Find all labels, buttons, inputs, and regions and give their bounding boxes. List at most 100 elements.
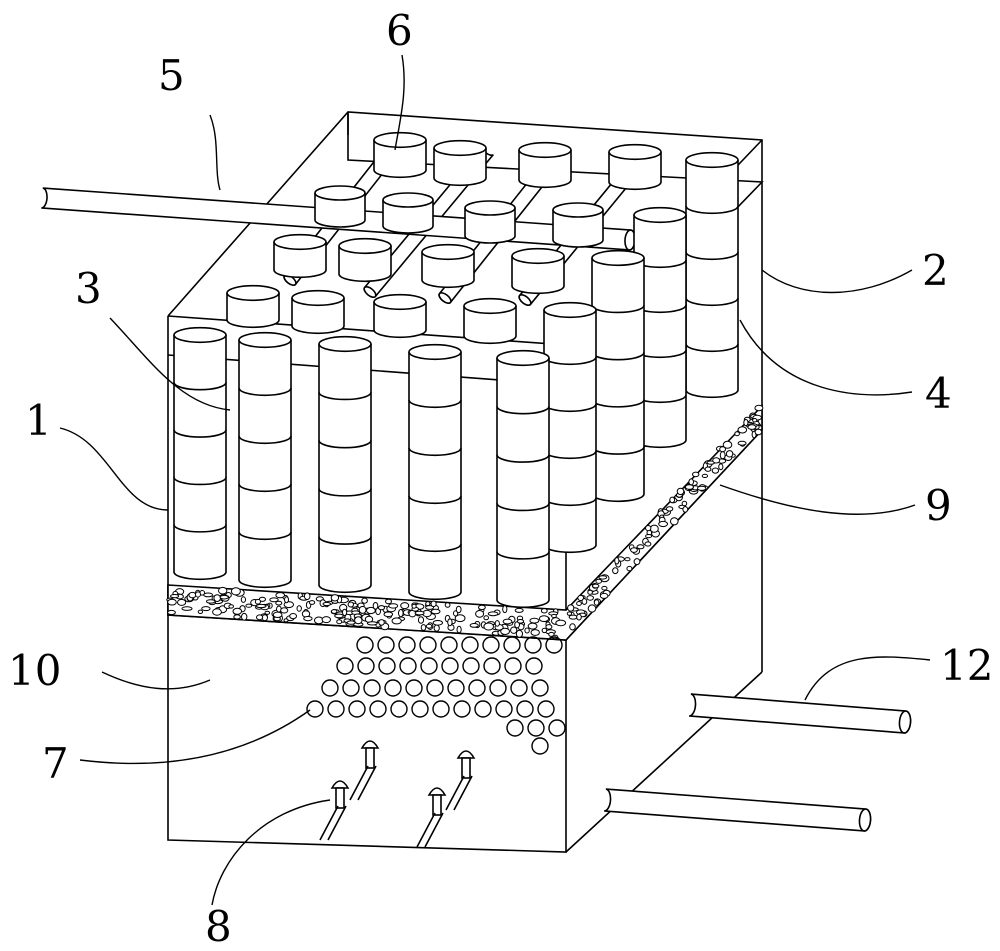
gravel-pebble [587, 589, 593, 595]
gravel-pebble [378, 619, 385, 626]
gravel-pebble [232, 607, 243, 615]
tube-ring [496, 454, 550, 463]
gravel-pebble [645, 534, 653, 539]
tube-body [464, 208, 516, 244]
label-4: 4 [925, 369, 952, 418]
tube-top [685, 151, 739, 169]
gravel-pebble [527, 622, 538, 630]
media-ball [516, 700, 534, 718]
gravel-pebble [645, 525, 652, 532]
gravel-pebble [614, 557, 620, 565]
tube-ring [318, 440, 372, 449]
gravel-pebble [487, 611, 499, 617]
media-ball [342, 679, 360, 697]
tube [591, 249, 645, 503]
gravel-pebble [240, 596, 246, 603]
pipe-12-end [898, 710, 912, 734]
media-ball [321, 679, 339, 697]
tube [291, 289, 345, 335]
tube-ring [408, 447, 462, 457]
tube-body [314, 193, 366, 228]
tube [273, 233, 327, 279]
gravel-pebble [593, 599, 600, 606]
nozzle-stem [461, 757, 471, 779]
gravel-pebble [275, 600, 283, 606]
nozzle [416, 787, 447, 848]
tube [226, 284, 280, 329]
pipe-6-end [438, 292, 452, 304]
tube-top [238, 331, 292, 349]
gravel-pebble [411, 603, 417, 609]
gravel-pebble [383, 611, 394, 618]
tube-ring [238, 483, 292, 493]
tube-top [496, 349, 550, 367]
tube-top [421, 243, 475, 261]
tube-top [291, 289, 345, 307]
gravel-pebble [203, 592, 214, 598]
gravel-pebble [529, 617, 540, 624]
tube [238, 331, 292, 589]
gravel-pebble [230, 587, 241, 596]
gravel-pebble [283, 618, 289, 623]
gravel-pebble [688, 478, 695, 486]
gravel-pebble [398, 609, 404, 618]
tube-body [338, 246, 392, 283]
tube-body [511, 256, 565, 295]
leader-line [719, 484, 916, 515]
media-ball [531, 679, 549, 697]
tube [421, 243, 475, 289]
gravel-pebble [420, 624, 427, 631]
gravel-pebble [644, 541, 652, 547]
media-ball [510, 679, 528, 697]
gravel-pebble [378, 605, 385, 611]
tube-ring [173, 524, 227, 533]
gravel-pebble [361, 597, 368, 604]
media-ball [399, 657, 417, 675]
pipe-6-end [363, 285, 377, 299]
nozzle-cap [456, 750, 476, 759]
gravel-pebble [289, 613, 298, 620]
gravel-pebble [433, 624, 440, 632]
gravel-pebble [510, 626, 518, 634]
gravel-pebble [681, 500, 688, 507]
tube-top [608, 143, 662, 161]
media-ball [411, 700, 429, 718]
nozzle-pipe [445, 775, 473, 811]
gravel-pebble [167, 598, 177, 606]
media-ball [506, 719, 524, 737]
pipe-6-end [518, 293, 532, 307]
media-ball [348, 700, 366, 718]
gravel-pebble [483, 615, 490, 621]
tube-body [608, 152, 662, 191]
gravel-pebble [711, 467, 720, 474]
pipe-12-body [689, 693, 912, 734]
media-ball [440, 636, 458, 654]
tube [314, 185, 366, 228]
gravel-pebble [665, 506, 674, 512]
tube-top [314, 185, 366, 201]
tube-top [226, 284, 280, 302]
tube-top [591, 249, 645, 267]
gravel-pebble [754, 404, 764, 412]
leader-lines [59, 54, 931, 906]
tube-ring [173, 429, 227, 438]
tube-body [273, 242, 327, 279]
media-ball [336, 657, 354, 675]
nozzle-stem [432, 794, 442, 816]
gravel-pebble [743, 419, 749, 427]
media-ball [378, 657, 396, 675]
gravel-pebble [455, 605, 462, 614]
media-ball [482, 636, 500, 654]
media-ball [531, 737, 549, 755]
gravel-pebble [391, 617, 402, 625]
gravel-pebble [502, 605, 508, 614]
gravel-pebble [303, 592, 311, 601]
gravel-pebble [347, 601, 354, 608]
gravel-pebble [682, 506, 689, 513]
leader-line [804, 656, 931, 701]
tube-array [173, 131, 739, 609]
gravel-pebble [181, 606, 193, 611]
gravel-pebble [346, 620, 356, 625]
gravel-band [167, 404, 763, 641]
tube [408, 343, 462, 601]
